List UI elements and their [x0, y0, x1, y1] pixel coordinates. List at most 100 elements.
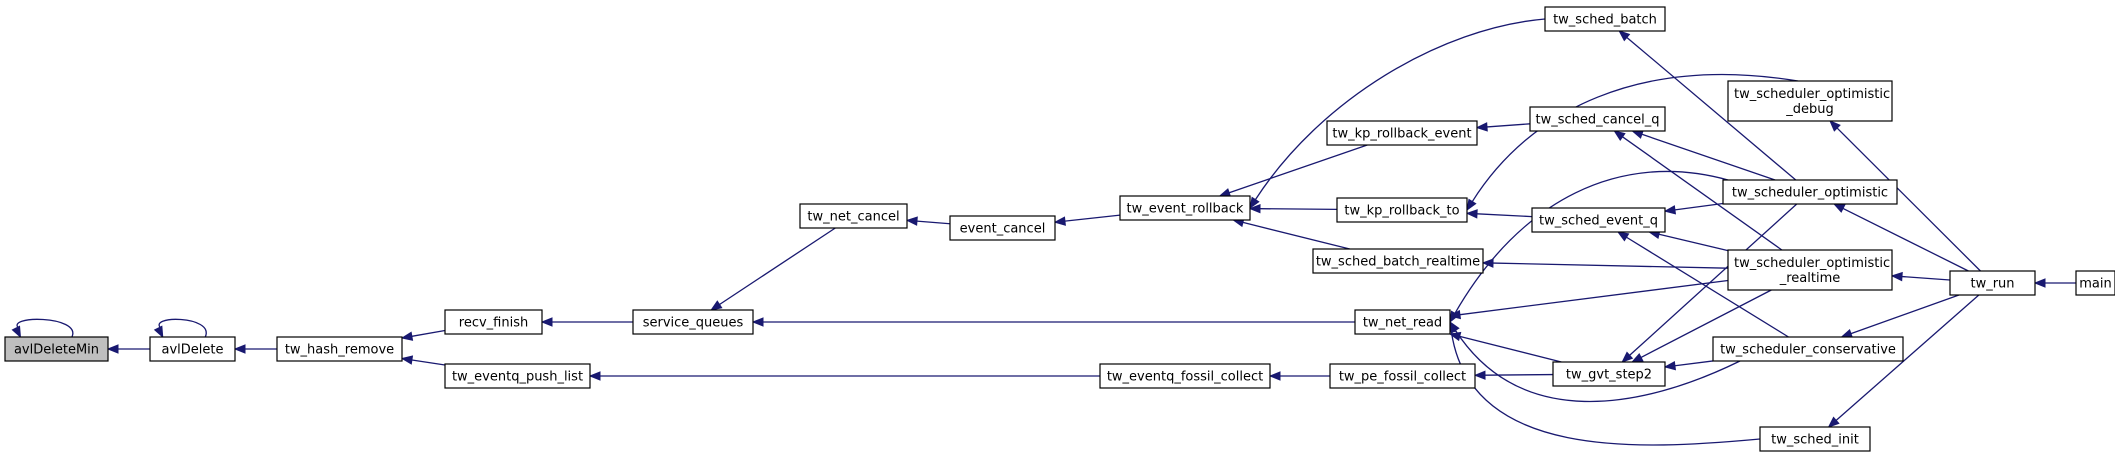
edge-tw_event_rollback-from-tw_sched_batch_realtime — [1231, 217, 1350, 250]
node-box — [1552, 361, 1666, 387]
node-label: tw_sched_cancel_q — [1535, 113, 1659, 128]
node-label: tw_scheduler_conservative — [1720, 343, 1896, 358]
edge-tw_gvt_step2-from-tw_scheduler_optimistic — [1621, 203, 1798, 363]
node-label: avlDeleteMin — [14, 343, 99, 358]
node-avlDeleteMin[interactable]: avlDeleteMin — [4, 336, 109, 362]
node-label: tw_eventq_fossil_collect — [1107, 370, 1263, 385]
edge-avlDeleteMin-from-avlDeleteMin — [11, 318, 74, 339]
node-box — [1531, 207, 1666, 233]
node-tw-sched-batch[interactable]: tw_sched_batch — [1544, 6, 1666, 32]
node-service-queues[interactable]: service_queues — [632, 309, 754, 335]
node-tw-eventq-push-list[interactable]: tw_eventq_push_list — [444, 363, 591, 389]
node-box — [1326, 120, 1478, 146]
edge-tw_sched_event_q-from-tw_scheduler_conservative — [1616, 231, 1789, 338]
edge-tw_eventq_push_list-from-tw_eventq_fossil_collect — [588, 371, 1100, 381]
node-box — [632, 309, 754, 335]
node-tw-sched-event-q[interactable]: tw_sched_event_q — [1531, 207, 1666, 233]
node-tw-pe-fossil-collect[interactable]: tw_pe_fossil_collect — [1329, 363, 1476, 389]
edge-tw_sched_event_q-from-tw_scheduler_optimistic — [1663, 202, 1724, 215]
edge-tw_net_read-from-tw_gvt_step2 — [1448, 331, 1562, 363]
edge-tw_gvt_step2-from-tw_scheduler_optimistic_realtime — [1630, 289, 1772, 363]
node-label: tw_scheduler_optimistic — [1732, 186, 1888, 201]
edge-tw_sched_cancel_q-from-tw_scheduler_optimistic_realtime — [1613, 130, 1783, 251]
node-tw-kp-rollback-to[interactable]: tw_kp_rollback_to — [1336, 197, 1468, 223]
edge-tw_event_rollback-from-tw_sched_batch — [1249, 18, 1546, 210]
node-box — [1336, 197, 1468, 223]
edge-avlDeleteMin-from-avlDelete — [106, 344, 150, 354]
node-label: tw_scheduler_optimistic — [1734, 87, 1890, 102]
edge-tw_net_cancel-from-event_cancel — [905, 216, 951, 226]
edge-tw_sched_event_q-from-tw_scheduler_optimistic_realtime — [1647, 229, 1729, 252]
node-label: tw_sched_batch — [1553, 13, 1657, 28]
node-tw-kp-rollback-event[interactable]: tw_kp_rollback_event — [1326, 120, 1478, 146]
node-tw-sched-init[interactable]: tw_sched_init — [1759, 426, 1871, 452]
node-tw-event-rollback[interactable]: tw_event_rollback — [1119, 195, 1251, 221]
node-box — [444, 309, 543, 335]
edge-tw_event_rollback-from-tw_kp_rollback_event — [1218, 144, 1368, 198]
node-event-cancel[interactable]: event_cancel — [949, 215, 1056, 241]
node-label: recv_finish — [459, 316, 528, 331]
node-label: tw_event_rollback — [1127, 202, 1244, 217]
node-label: tw_sched_init — [1771, 433, 1859, 448]
node-tw-sched-cancel-q[interactable]: tw_sched_cancel_q — [1529, 106, 1666, 132]
node-avlDelete[interactable]: avlDelete — [149, 336, 236, 362]
node-box — [1329, 363, 1476, 389]
edge-tw_run-from-main — [2033, 278, 2076, 288]
edge-avlDelete-from-avlDelete — [153, 318, 207, 339]
node-tw-sched-batch-realtime[interactable]: tw_sched_batch_realtime — [1312, 248, 1484, 274]
node-box — [799, 203, 908, 229]
node-main[interactable]: main — [2075, 270, 2115, 296]
node-box — [1354, 309, 1451, 335]
node-label: tw_net_cancel — [807, 210, 899, 225]
edge-tw_sched_batch_realtime-from-tw_scheduler_optimistic_realtime — [1481, 258, 1729, 269]
node-box — [276, 336, 403, 362]
edge-avlDelete-from-tw_hash_remove — [233, 344, 277, 354]
edge-recv_finish-from-service_queues — [540, 317, 633, 327]
edge-tw_hash_remove-from-tw_eventq_push_list — [400, 355, 446, 366]
edge-tw_hash_remove-from-recv_finish — [400, 329, 446, 341]
node-label: _realtime — [1779, 271, 1841, 286]
node-tw-net-read[interactable]: tw_net_read — [1354, 309, 1451, 335]
edge-event_cancel-from-tw_event_rollback — [1053, 214, 1121, 226]
node-tw-scheduler-conservative[interactable]: tw_scheduler_conservative — [1712, 336, 1904, 362]
node-label: tw_run — [1970, 277, 2014, 292]
node-box — [4, 336, 109, 362]
node-tw-run[interactable]: tw_run — [1949, 270, 2036, 296]
node-label: tw_kp_rollback_event — [1332, 127, 1471, 142]
node-label: tw_sched_event_q — [1539, 214, 1658, 229]
node-tw-hash-remove[interactable]: tw_hash_remove — [276, 336, 403, 362]
node-tw-scheduler-optimistic[interactable]: tw_scheduler_optimistic — [1722, 179, 1898, 205]
node-box — [1759, 426, 1871, 452]
node-label: _debug — [1785, 102, 1834, 117]
edge-tw_gvt_step2-from-tw_scheduler_conservative — [1663, 360, 1714, 371]
node-tw-scheduler-optimistic-debug[interactable]: tw_scheduler_optimistic_debug — [1727, 80, 1893, 122]
edge-tw_net_read-from-tw_scheduler_optimistic_realtime — [1448, 279, 1729, 320]
edge-tw_kp_rollback_event-from-tw_sched_cancel_q — [1475, 122, 1531, 132]
edge-tw_net_read-from-tw_scheduler_optimistic — [1449, 170, 1729, 324]
nodes-layer: avlDeleteMin avlDelete tw_hash_remove recv_… — [4, 6, 2115, 452]
node-box — [1099, 363, 1271, 389]
node-recv-finish[interactable]: recv_finish — [444, 309, 543, 335]
edge-tw_eventq_fossil_collect-from-tw_pe_fossil_collect — [1268, 371, 1330, 381]
edge-tw_scheduler_optimistic_debug-from-tw_run — [1829, 120, 1981, 272]
node-box — [1312, 248, 1484, 274]
node-box — [1727, 249, 1893, 291]
node-label: tw_pe_fossil_collect — [1339, 370, 1466, 385]
node-label: tw_sched_batch_realtime — [1316, 255, 1480, 270]
edge-tw_pe_fossil_collect-from-tw_gvt_step2 — [1473, 370, 1554, 380]
node-box — [1949, 270, 2036, 296]
node-tw-eventq-fossil-collect[interactable]: tw_eventq_fossil_collect — [1099, 363, 1271, 389]
node-tw-net-cancel[interactable]: tw_net_cancel — [799, 203, 908, 229]
node-box — [949, 215, 1056, 241]
node-tw-scheduler-optimistic-realtime[interactable]: tw_scheduler_optimistic_realtime — [1727, 249, 1893, 291]
edge-service_queues-from-tw_net_read — [751, 317, 1355, 327]
edge-tw_scheduler_optimistic_realtime-from-tw_run — [1890, 271, 1951, 282]
node-label: event_cancel — [960, 222, 1046, 237]
node-tw-gvt-step2[interactable]: tw_gvt_step2 — [1552, 361, 1666, 387]
node-box — [1722, 179, 1898, 205]
node-label: service_queues — [643, 316, 744, 331]
node-label: avlDelete — [162, 343, 224, 358]
node-box — [1544, 6, 1666, 32]
node-label: tw_gvt_step2 — [1566, 368, 1652, 383]
node-label: main — [2079, 277, 2111, 292]
